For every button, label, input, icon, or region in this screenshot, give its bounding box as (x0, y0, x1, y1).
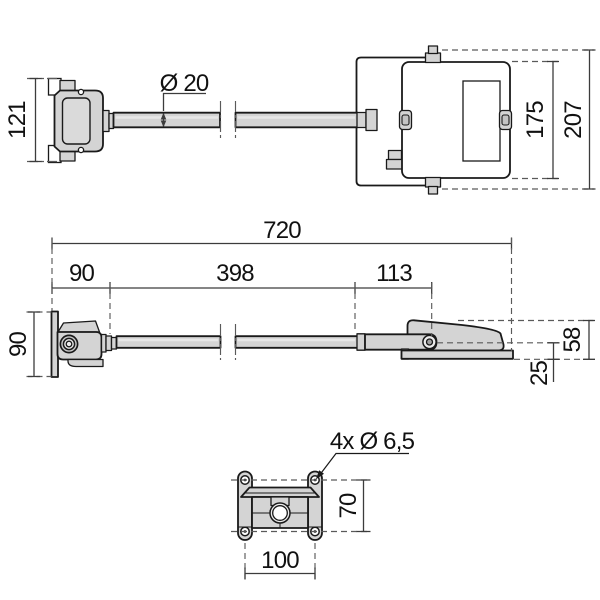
dim-tube-diameter: Ø 20 (160, 70, 210, 128)
support-tube-top-view (112, 111, 359, 129)
view-top: 121 Ø 20 175 207 (4, 45, 596, 195)
view-side: 720 90 398 113 90 58 25 (5, 217, 595, 386)
dim-mounting-holes-label: 4x Ø 6,5 (330, 428, 415, 455)
bracket-cover (61, 97, 91, 145)
bracket-collar-1 (102, 109, 110, 133)
housing-label-plate (462, 80, 501, 162)
dim-housing-body-label: 175 (522, 101, 549, 139)
dim-length-chain: 90 398 113 (51, 260, 433, 294)
dim-plate-height-label: 90 (5, 332, 32, 358)
mounting-clip-bottom (424, 176, 442, 195)
dim-overall-length: 720 (51, 217, 513, 250)
dim-hole-spacing-v-label: 70 (335, 493, 362, 519)
cable-gland-2-icon (385, 149, 405, 170)
support-tube-side-view (115, 335, 359, 349)
dim-plate-height: 90 (5, 311, 52, 378)
side-latches (398, 109, 513, 131)
extension-lines-side (51, 238, 513, 351)
dim-tube-diameter-label: Ø 20 (160, 70, 209, 97)
screw-bottom-icon (77, 146, 85, 154)
dim-bracket-length-label: 90 (69, 260, 95, 287)
mount-flange (240, 486, 320, 498)
dim-bracket-height: 121 (4, 77, 57, 163)
dim-base-offset-label: 25 (526, 361, 553, 387)
dim-hole-spacing-v: 70 (335, 479, 371, 533)
screw-top-icon (77, 88, 85, 96)
dim-hole-spacing-h: 100 (244, 547, 316, 580)
dim-housing-overall-label: 207 (560, 101, 587, 139)
head-base-plate (400, 349, 514, 360)
arm-ferrule (356, 333, 366, 351)
dim-tube-length-label: 398 (216, 260, 254, 287)
dim-hole-spacing-h-label: 100 (261, 547, 299, 574)
view-bottom: 70 100 4x Ø 6,5 (231, 428, 415, 581)
dim-housing-depths: 175 207 (442, 49, 596, 190)
dim-mounting-holes: 4x Ø 6,5 (315, 428, 415, 480)
dim-head-height-label: 58 (559, 327, 586, 353)
break-lines-side (219, 324, 237, 360)
mounting-clip-top (424, 45, 442, 64)
break-lines-top (219, 101, 237, 140)
wall-bracket-top-view (47, 77, 115, 164)
dim-bracket-height-label: 121 (4, 101, 31, 139)
dim-overall-length-label: 720 (263, 217, 301, 244)
dim-head-heights: 58 25 (437, 319, 595, 387)
dim-head-offset-label: 113 (376, 260, 412, 287)
pivot-bracket (56, 320, 118, 368)
cable-gland-icon (356, 108, 378, 132)
